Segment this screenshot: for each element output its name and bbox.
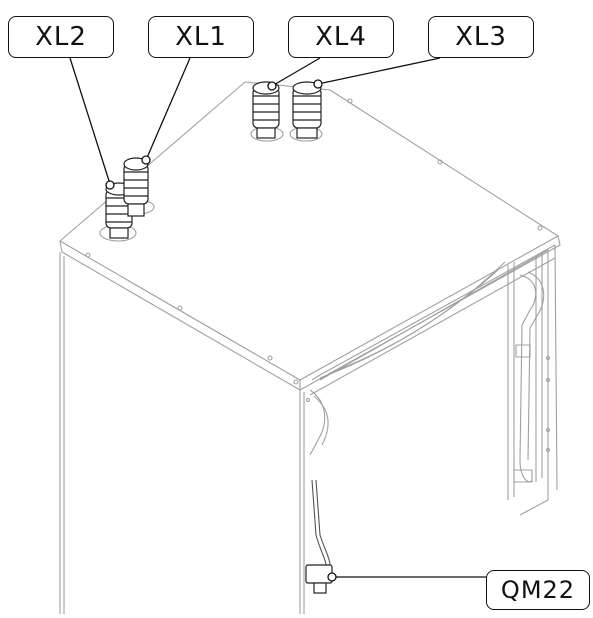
callout-xl3: XL3 — [428, 16, 534, 58]
cabinet-front-panel — [59, 252, 301, 614]
leader-dot-xl1 — [141, 155, 151, 165]
connector-xl1 — [123, 157, 149, 217]
cabinet-top-face — [59, 81, 559, 381]
cabinet-side-opening — [303, 249, 549, 614]
callout-xl2-text: XL2 — [35, 22, 87, 52]
callout-xl2: XL2 — [8, 16, 114, 58]
callout-xl1-text: XL1 — [175, 22, 227, 52]
callout-qm22-text: QM22 — [500, 576, 576, 604]
leader-dot-xl3 — [313, 79, 323, 89]
leader-line-xl2 — [69, 57, 111, 185]
callout-xl4-text: XL4 — [315, 22, 367, 52]
leader-line-xl1 — [145, 57, 191, 161]
leader-line-xl3 — [317, 57, 441, 85]
connector-xl4 — [252, 81, 280, 139]
callout-xl3-text: XL3 — [455, 22, 507, 52]
callout-xl1: XL1 — [148, 16, 254, 58]
callout-qm22: QM22 — [486, 570, 590, 610]
leader-dot-xl4 — [267, 81, 277, 91]
leader-dot-xl2 — [105, 180, 115, 190]
callout-xl4: XL4 — [288, 16, 394, 58]
leader-line-xl4 — [271, 57, 321, 87]
leader-dot-qm22 — [327, 572, 337, 582]
connector-xl3 — [292, 81, 322, 139]
